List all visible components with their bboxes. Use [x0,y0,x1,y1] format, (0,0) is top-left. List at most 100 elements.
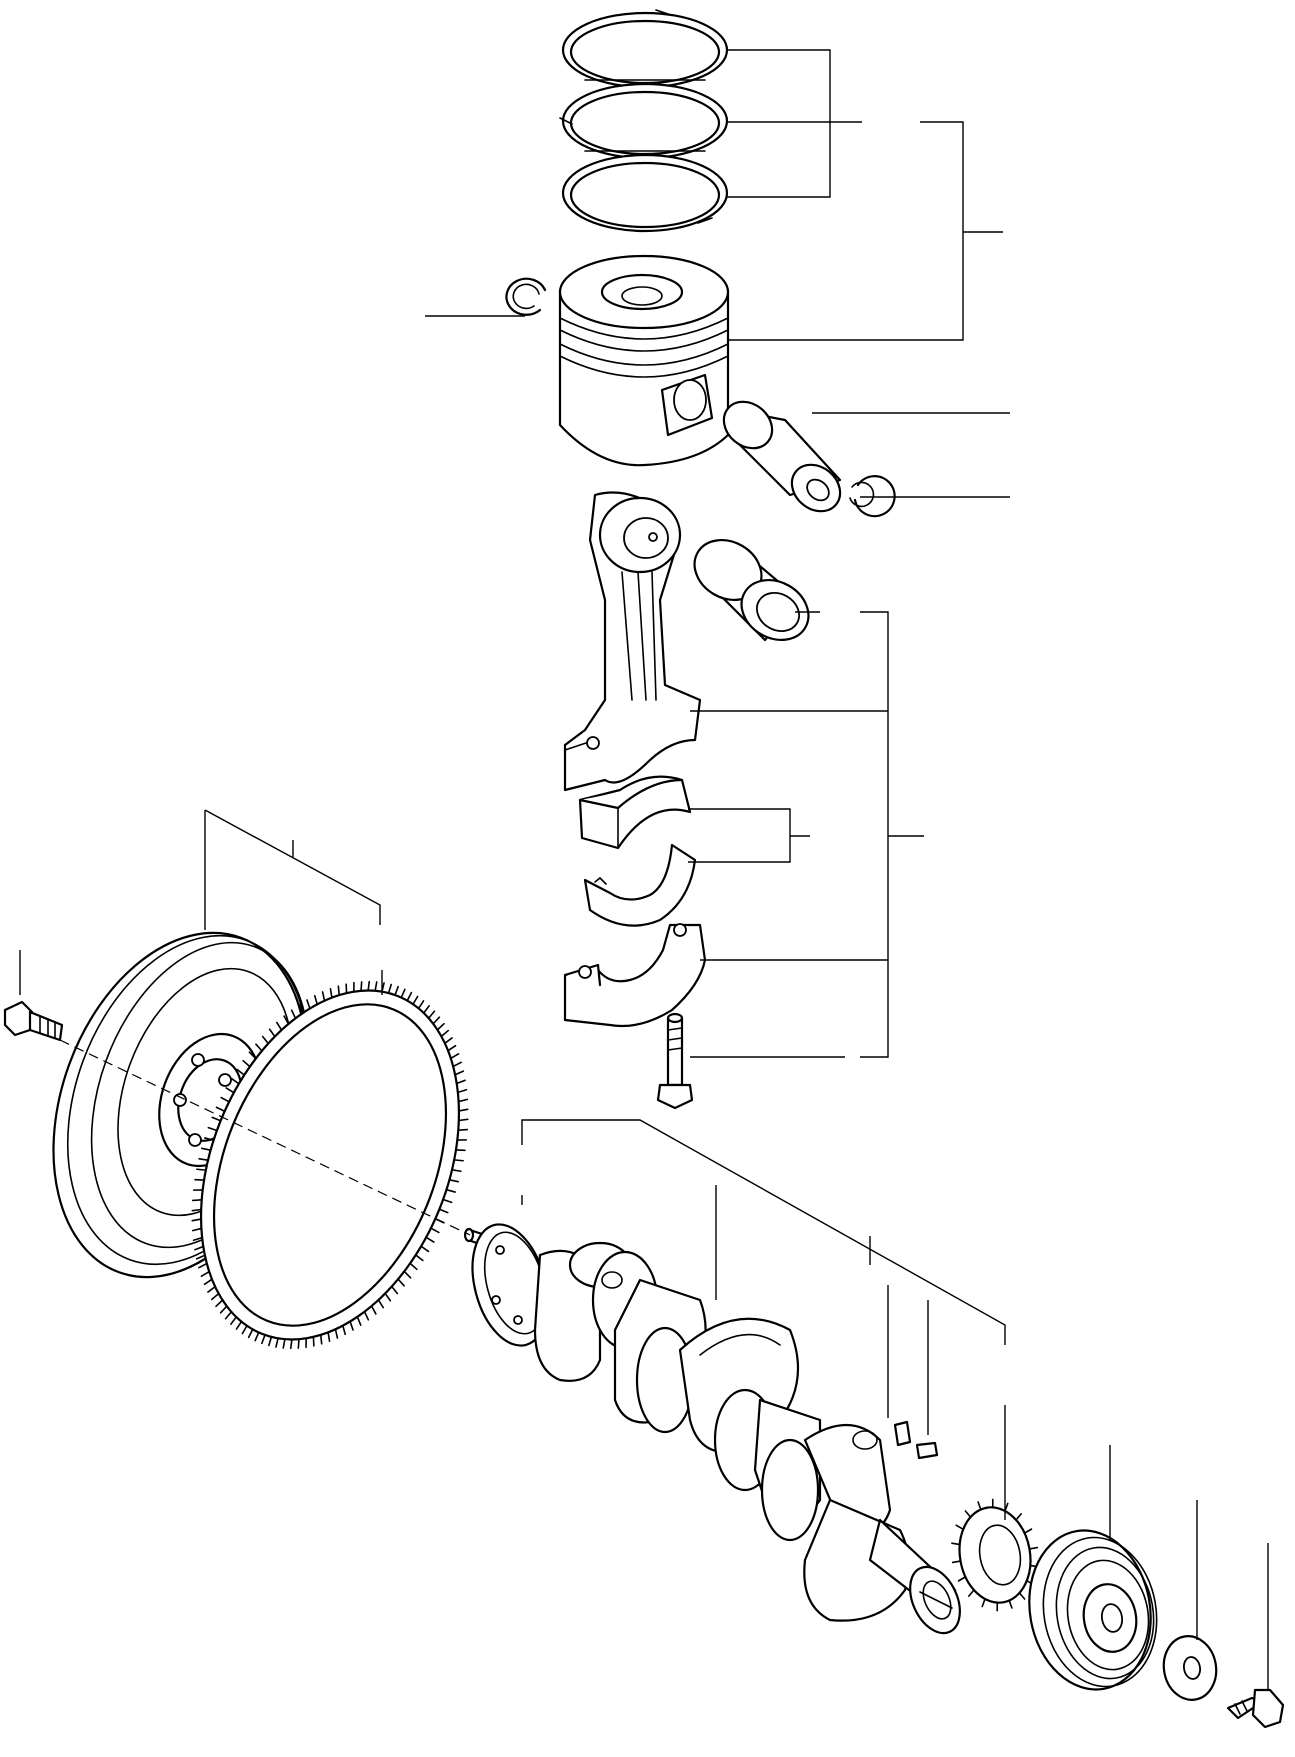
gear-tooth [313,994,318,1006]
gear-tooth [198,1262,208,1269]
gear-tooth [342,1324,347,1336]
gear-tooth [367,980,371,992]
gear-tooth [957,1576,967,1582]
gear-tooth [374,981,378,992]
gear-tooth [452,1061,462,1068]
gear-tooth [290,1009,297,1020]
gear-tooth [242,1059,251,1068]
gear-tooth [363,1310,370,1321]
piston-ring-middle [559,79,729,160]
gear-tooth [194,1245,205,1251]
gear-tooth [1018,1592,1026,1600]
gear-tooth [436,1022,445,1031]
gear-tooth [200,1270,210,1277]
gear-tooth [203,1278,213,1286]
gear-tooth [425,1236,435,1243]
gear-tooth [450,1053,460,1060]
gear-tooth [444,1037,453,1045]
gear-tooth [457,1118,469,1122]
rod-cap [563,923,707,1028]
gear-tooth [349,1320,354,1331]
gear-tooth [370,1305,377,1315]
gear-tooth [447,1044,457,1052]
gear-tooth [455,1079,466,1085]
gear-tooth [457,1098,469,1103]
gear-tooth [327,1331,331,1343]
gear-tooth [458,1108,469,1112]
gear-tooth [432,1016,441,1025]
piston-pin [722,400,842,513]
gear-tooth [267,1336,273,1347]
gear-tooth [951,1542,961,1546]
gear-tooth [329,987,333,999]
gear-tooth [1028,1546,1039,1550]
gear-tooth [440,1029,450,1038]
gear-tooth [427,1010,436,1019]
gear-tooth [282,1338,286,1349]
gear-tooth [200,1147,212,1152]
gear-tooth [230,1077,240,1085]
ring-gear-teeth [191,980,469,1350]
gear-tooth [394,985,399,996]
gear-tooth [414,1254,424,1262]
gear-tooth [241,1324,248,1335]
pulley [1028,1529,1158,1691]
gear-tooth [198,1157,209,1161]
gear-tooth [191,1208,203,1212]
gear-tooth [283,1015,290,1025]
gear-tooth [236,1068,246,1076]
gear-tooth [261,1035,270,1045]
gear-tooth [457,1128,469,1132]
key-1 [893,1420,912,1447]
gear-tooth [225,1087,235,1094]
gear-tooth [254,1331,260,1342]
gear-tooth [235,1320,243,1330]
crank-gear [951,1498,1039,1612]
gear-tooth [412,995,419,1006]
gear-tooth [224,1311,233,1320]
gear-tooth [409,1262,418,1271]
gear-tooth [1023,1528,1033,1534]
flywheel-bolt [3,1000,64,1042]
gear-tooth [406,991,413,1002]
gear-tooth [215,1299,224,1308]
gear-tooth [195,1254,206,1260]
connecting-rod [563,491,702,792]
gear-tooth [215,1106,226,1113]
ring-gear [191,980,469,1350]
gear-tooth [210,1292,220,1301]
gear-tooth [191,1227,203,1232]
bearing-shell-upper [578,775,692,850]
gear-tooth [211,1116,222,1122]
gear-tooth [397,1278,405,1287]
gear-tooth [255,1043,263,1052]
gear-tooth [445,1188,456,1193]
gear-tooth [191,1218,202,1222]
piston-ring-oil [561,150,729,233]
gear-tooth [306,999,311,1010]
piston-ring-top [561,9,729,89]
pulley-bolt [1226,1688,1285,1729]
gear-tooth [387,983,393,994]
washer [1162,1635,1218,1701]
rod-bolt [656,1012,694,1110]
assembly-axis [59,1039,471,1236]
gear-tooth [337,985,341,996]
gear-tooth [390,1285,399,1295]
crankshaft [471,1223,961,1635]
gear-tooth [297,1338,300,1349]
gear-tooth [422,1005,430,1014]
gear-tooth [220,1096,230,1103]
gear-tooth [196,1168,207,1171]
gear-tooth [247,1328,254,1339]
gear-tooth [964,1510,972,1518]
gear-tooth [207,1126,218,1132]
gear-tooth [951,1560,962,1564]
gear-tooth [319,1334,323,1345]
gear-tooth [334,1328,339,1339]
gear-tooth [261,1334,266,1345]
gear-tooth [403,1270,412,1279]
gear-tooth [438,1208,449,1214]
gear-tooth [248,1051,257,1060]
